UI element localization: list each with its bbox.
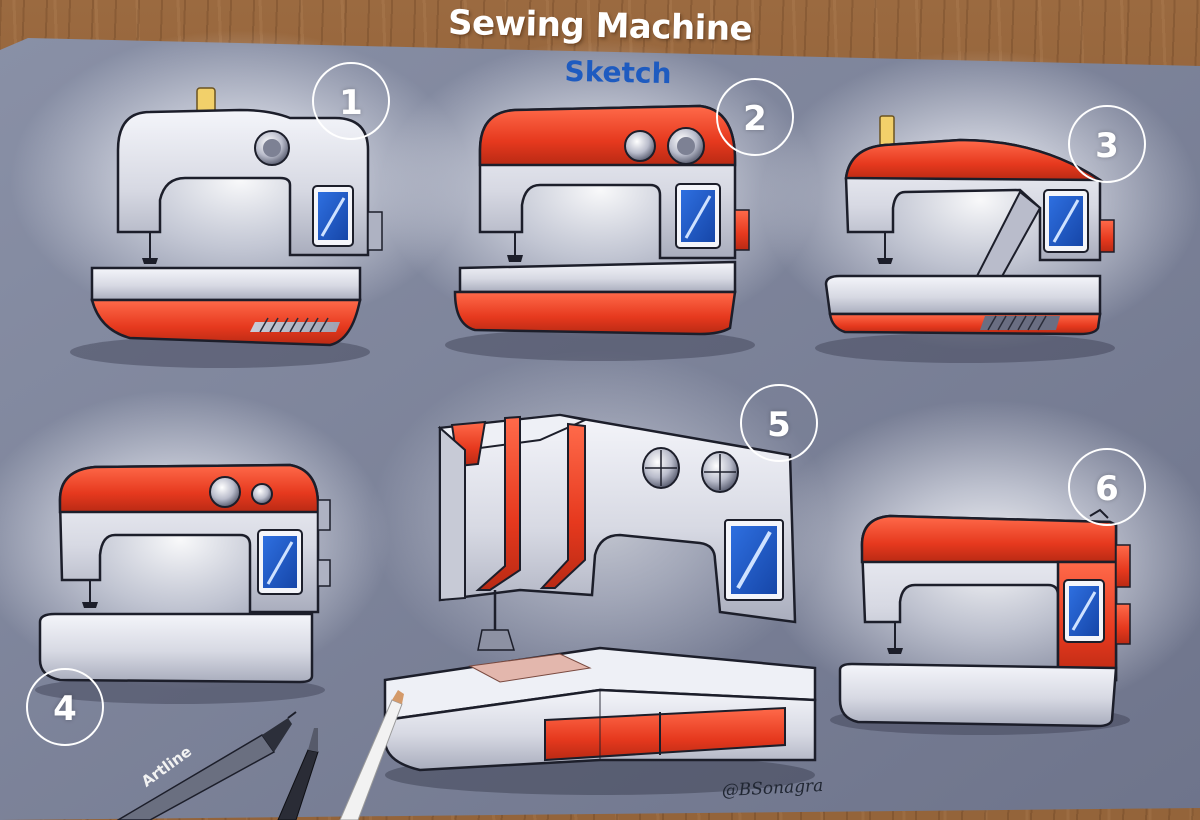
sketch-number-badge-3: 3 <box>1068 105 1146 183</box>
sewing-machine-1 <box>70 87 383 368</box>
sketch-number-badge-5: 5 <box>740 384 818 462</box>
artist-signature: @BSonagra <box>721 775 824 802</box>
sewing-machine-5 <box>383 413 817 795</box>
sketch-number-badge-2: 2 <box>716 78 794 156</box>
drawing-pens <box>116 690 404 820</box>
sewing-machine-3 <box>815 115 1115 363</box>
sketch-number-badge-6: 6 <box>1068 448 1146 526</box>
sketch-number-badge-1: 1 <box>312 62 390 140</box>
sewing-machine-4 <box>35 463 331 704</box>
sketch-number-badge-4: 4 <box>26 668 104 746</box>
sewing-machine-2 <box>445 104 755 361</box>
